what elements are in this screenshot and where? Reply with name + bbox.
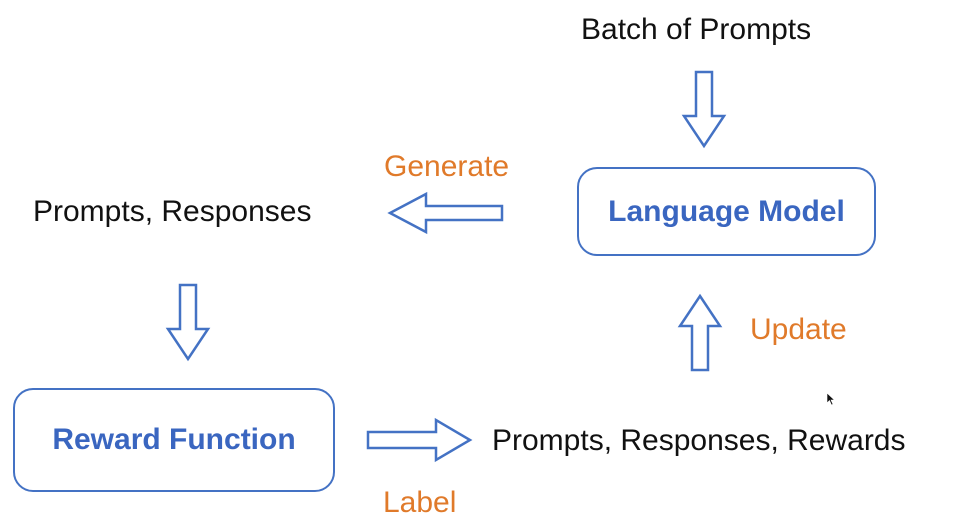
arrow-right-label xyxy=(366,417,473,463)
reward-function-label: Reward Function xyxy=(52,423,296,456)
mouse-pointer-icon xyxy=(826,392,836,406)
language-model-label: Language Model xyxy=(608,194,845,228)
batch-of-prompts-label: Batch of Prompts xyxy=(581,13,812,46)
arrow-up-update xyxy=(677,293,723,372)
label-edge-label: Label xyxy=(383,486,457,519)
generate-edge-label: Generate xyxy=(384,150,510,183)
update-edge-label: Update xyxy=(750,313,847,346)
arrow-down-to-language-model xyxy=(681,70,727,149)
prompts-responses-label: Prompts, Responses xyxy=(33,195,312,228)
arrow-down-to-reward-function xyxy=(165,283,211,362)
reward-function-box: Reward Function xyxy=(13,388,335,492)
prompts-responses-rewards-label: Prompts, Responses, Rewards xyxy=(492,424,906,457)
language-model-box: Language Model xyxy=(577,167,876,256)
arrow-left-generate xyxy=(387,191,504,235)
